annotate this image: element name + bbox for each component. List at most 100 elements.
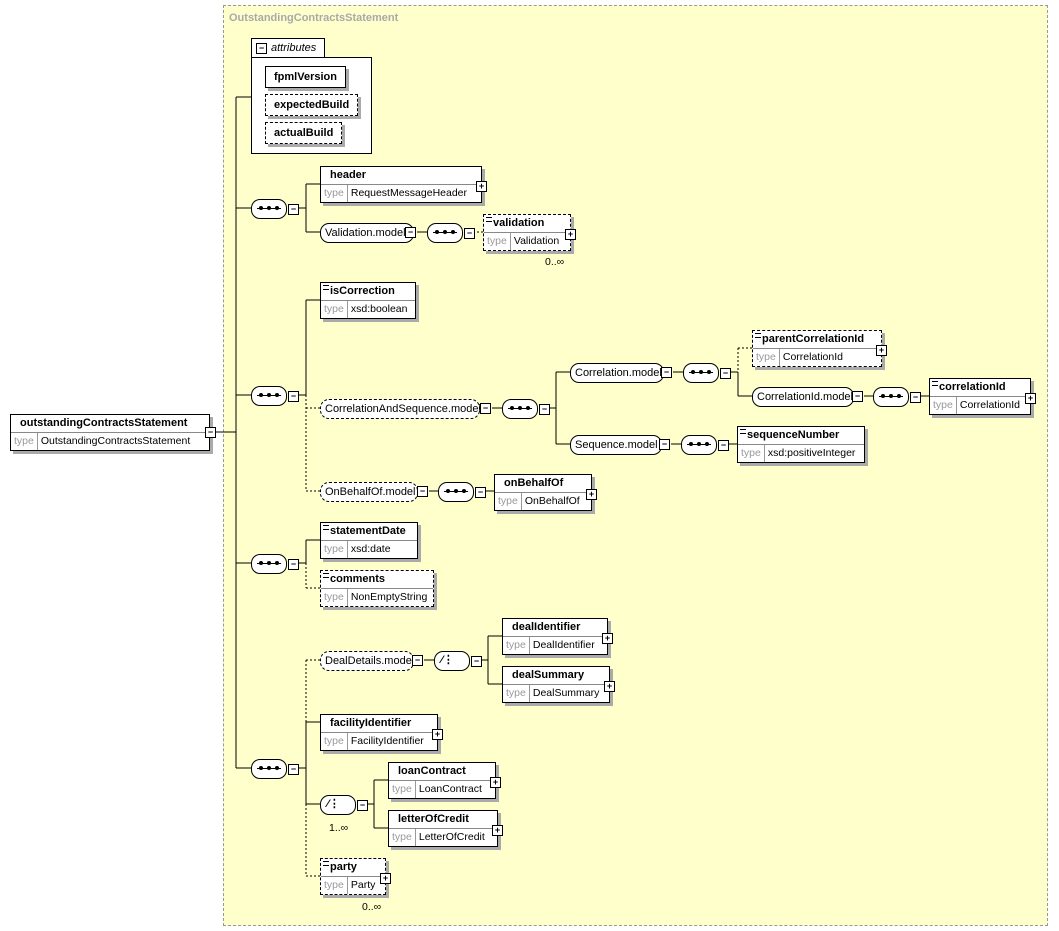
documentation-icon xyxy=(740,429,746,434)
collapse-icon[interactable]: − xyxy=(464,228,475,239)
element-name: correlationId xyxy=(939,381,1006,393)
expand-icon[interactable]: + xyxy=(432,729,443,740)
sequence-compositor-correlation-id[interactable]: − xyxy=(873,387,921,407)
element-type: DealIdentifier xyxy=(532,639,595,651)
type-key: type xyxy=(321,877,348,894)
element-type: LetterOfCredit xyxy=(418,831,485,843)
sequence-compositor-on-behalf-of[interactable]: − xyxy=(438,482,486,502)
type-key: type xyxy=(753,349,780,366)
expand-icon[interactable]: + xyxy=(380,873,391,884)
collapse-icon[interactable]: − xyxy=(288,764,299,775)
collapse-icon[interactable]: − xyxy=(475,487,486,498)
validation-cardinality: 0..∞ xyxy=(545,256,565,268)
expand-icon[interactable]: + xyxy=(876,345,887,356)
collapse-icon[interactable]: − xyxy=(480,403,491,414)
element-type: RequestMessageHeader xyxy=(350,187,468,199)
element-type: NonEmptyString xyxy=(350,591,428,603)
type-key: type xyxy=(321,733,348,750)
element-type: LoanContract xyxy=(418,783,482,795)
collapse-icon[interactable]: − xyxy=(417,486,428,497)
collapse-icon[interactable]: − xyxy=(661,367,672,378)
choice-compositor-contracts[interactable]: ⁄⋮ − xyxy=(320,795,368,815)
expand-icon[interactable]: + xyxy=(476,181,487,192)
type-key: type xyxy=(495,493,522,510)
element-name: statementDate xyxy=(330,525,406,537)
collapse-icon[interactable]: − xyxy=(720,368,731,379)
collapse-icon[interactable]: − xyxy=(471,656,482,667)
element-name: isCorrection xyxy=(330,285,395,297)
sequence-compositor-correlation[interactable]: − xyxy=(683,363,731,383)
element-type: xsd:boolean xyxy=(350,303,408,315)
expand-icon[interactable]: + xyxy=(602,633,613,644)
element-name: validation xyxy=(493,217,545,229)
group-on-behalf-of-model[interactable]: OnBehalfOf.model xyxy=(320,482,418,502)
expand-icon[interactable]: + xyxy=(604,681,615,692)
attribute-fpml-version[interactable]: fpmlVersion xyxy=(265,66,346,88)
expand-icon[interactable]: + xyxy=(492,825,503,836)
type-key: type xyxy=(11,433,38,450)
collapse-icon[interactable]: − xyxy=(357,800,368,811)
group-deal-details-model[interactable]: DealDetails.model xyxy=(320,651,414,671)
expand-icon[interactable]: + xyxy=(565,229,576,240)
documentation-icon xyxy=(486,217,492,222)
choice-icon: ⁄⋮ xyxy=(327,798,340,810)
group-validation-model[interactable]: Validation.model xyxy=(320,223,414,243)
group-correlation-model[interactable]: Correlation.model xyxy=(570,363,664,383)
element-name: letterOfCredit xyxy=(398,813,469,825)
collapse-icon[interactable]: − xyxy=(288,559,299,570)
collapse-icon[interactable]: − xyxy=(910,392,921,403)
documentation-icon xyxy=(323,285,329,290)
collapse-icon[interactable]: − xyxy=(852,391,863,402)
element-name: party xyxy=(330,861,357,873)
expand-icon[interactable]: + xyxy=(586,489,597,500)
attributes-tab[interactable]: − attributes xyxy=(251,38,325,58)
element-type: OnBehalfOf xyxy=(524,495,580,507)
group-correlation-id-model[interactable]: CorrelationId.model xyxy=(752,387,854,407)
collapse-icon[interactable]: − xyxy=(405,227,416,238)
expand-icon[interactable]: + xyxy=(1025,393,1036,404)
attribute-actual-build[interactable]: actualBuild xyxy=(265,122,343,144)
sequence-compositor-2[interactable]: − xyxy=(251,386,299,406)
collapse-icon[interactable]: − xyxy=(659,439,670,450)
sequence-compositor-validation[interactable]: − xyxy=(427,223,475,243)
choice-compositor-deal-details[interactable]: ⁄⋮− xyxy=(434,651,482,671)
collapse-icon[interactable]: − xyxy=(288,204,299,215)
element-name: onBehalfOf xyxy=(504,477,564,489)
group-sequence-model[interactable]: Sequence.model xyxy=(570,435,662,455)
sequence-compositor-1[interactable]: − xyxy=(251,199,299,219)
group-correlation-and-sequence-model[interactable]: CorrelationAndSequence.model xyxy=(320,399,481,419)
collapse-icon[interactable]: − xyxy=(288,391,299,402)
collapse-icon[interactable]: − xyxy=(256,43,267,54)
expand-icon[interactable]: + xyxy=(490,777,501,788)
sequence-compositor-4[interactable]: − xyxy=(251,759,299,779)
sequence-compositor-3[interactable]: − xyxy=(251,554,299,574)
element-type: xsd:positiveInteger xyxy=(767,447,856,459)
sequence-compositor-correlation-and-sequence[interactable]: − xyxy=(502,399,550,419)
sequence-compositor-sequence[interactable]: − xyxy=(681,435,729,455)
collapse-icon[interactable]: − xyxy=(718,440,729,451)
collapse-icon[interactable]: − xyxy=(205,427,216,438)
element-name: facilityIdentifier xyxy=(330,717,412,729)
type-key: type xyxy=(321,541,348,558)
collapse-icon[interactable]: − xyxy=(539,404,550,415)
attribute-expected-build[interactable]: expectedBuild xyxy=(265,94,359,116)
collapse-icon[interactable]: − xyxy=(412,655,423,666)
element-type: xsd:date xyxy=(350,543,391,555)
